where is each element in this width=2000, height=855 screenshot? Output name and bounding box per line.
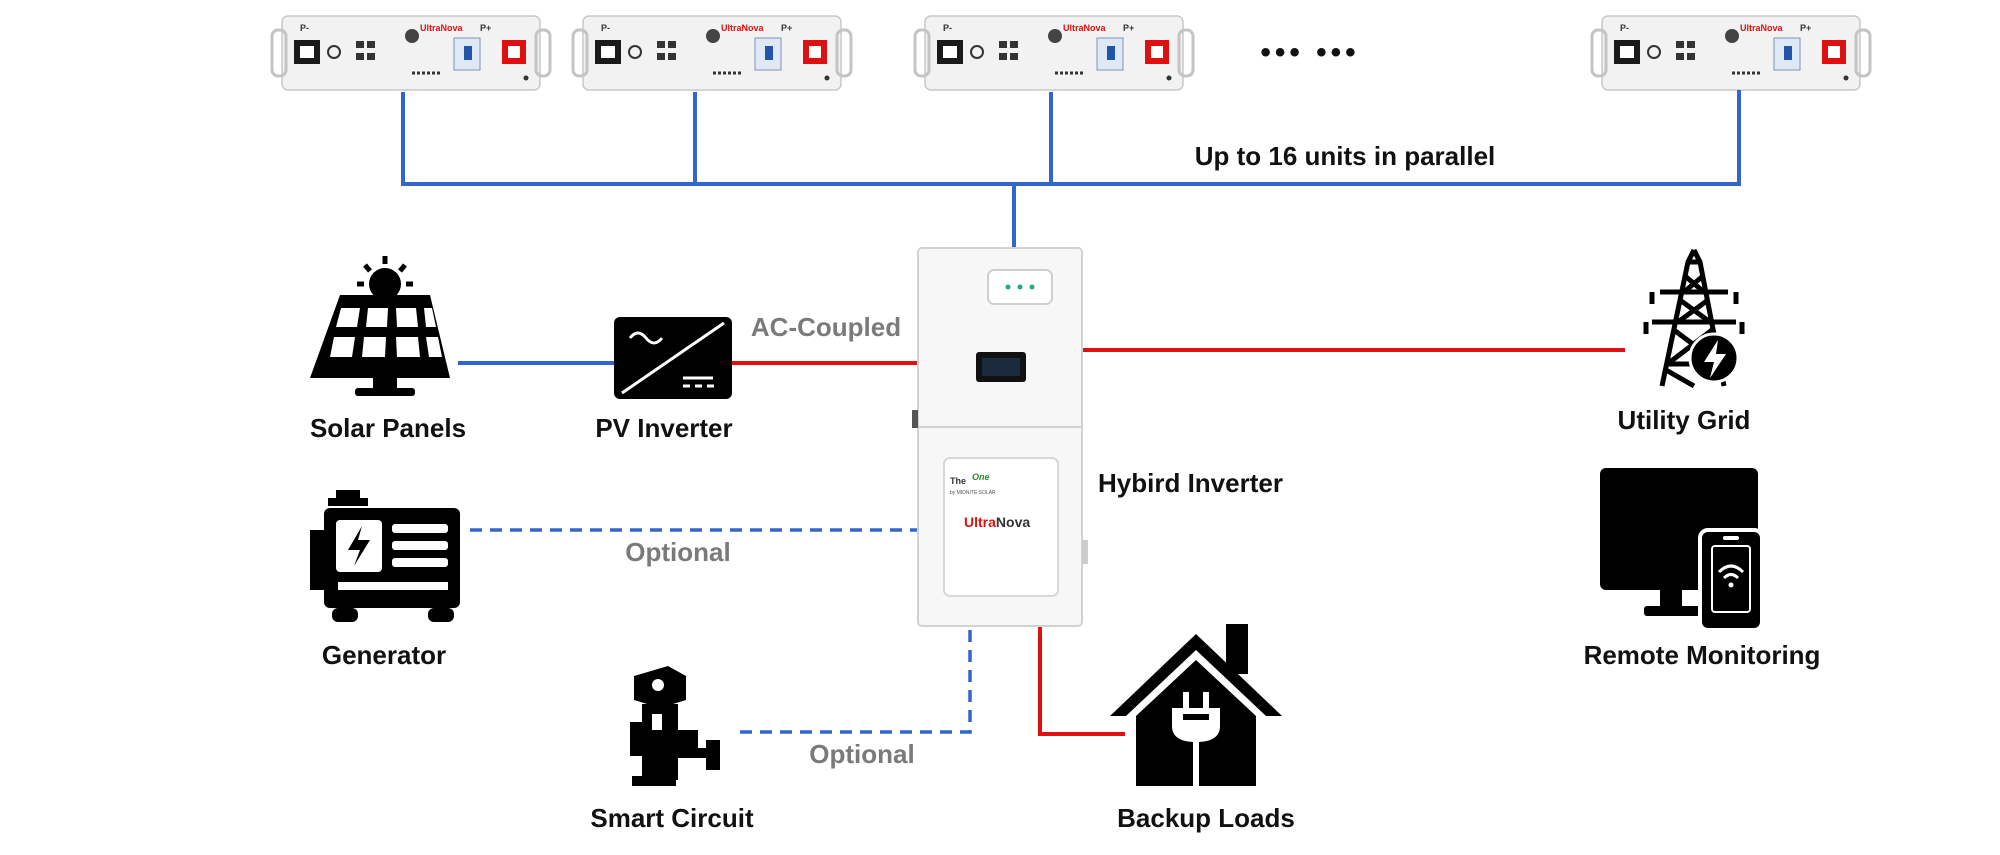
battery-brand: UltraNova (1740, 23, 1784, 33)
svg-text:by MIDNITE SOLAR: by MIDNITE SOLAR (950, 490, 996, 496)
pv-inverter-label: PV Inverter (595, 413, 732, 443)
generator-icon (310, 490, 460, 622)
transmission-tower-icon (1643, 248, 1745, 389)
battery-unit-4: P- P+ UltraNova (1590, 14, 1872, 92)
battery-unit-1: P- P+ UltraNova (270, 14, 552, 92)
battery-brand: UltraNova (1063, 23, 1107, 33)
solar-panels-label: Solar Panels (310, 413, 466, 443)
svg-text:The: The (950, 476, 966, 486)
utility-grid-label: Utility Grid (1618, 405, 1751, 435)
battery-neg-terminal: P- (943, 23, 952, 33)
battery-pos-terminal: P+ (1123, 23, 1134, 33)
battery-brand: UltraNova (420, 23, 464, 33)
monitor-phone-icon (1600, 468, 1764, 632)
svg-text:One: One (972, 472, 990, 482)
backup-loads-label: Backup Loads (1117, 803, 1295, 833)
hybrid-inverter-label: Hybird Inverter (1098, 468, 1283, 498)
battery-unit-2: P- P+ UltraNova (571, 14, 853, 92)
battery-ellipsis: ••• ••• (1260, 36, 1359, 69)
battery-neg-terminal: P- (300, 23, 309, 33)
the-one-logo: The One by MIDNITE SOLAR (950, 472, 996, 496)
battery-unit-3: P- P+ UltraNova (913, 14, 1195, 92)
parallel-label: Up to 16 units in parallel (1195, 141, 1496, 171)
battery-pos-terminal: P+ (480, 23, 491, 33)
smart-circuit-link (740, 626, 972, 734)
smart-circuit-label: Smart Circuit (590, 803, 754, 833)
generator-optional-label: Optional (625, 537, 730, 567)
generator-label: Generator (322, 640, 446, 670)
battery-pos-terminal: P+ (781, 23, 792, 33)
house-plug-icon (1110, 624, 1282, 786)
lightning-badge-icon (1688, 332, 1740, 384)
backup-loads-link (1038, 626, 1125, 736)
smart-circuit-optional-label: Optional (809, 739, 914, 769)
battery-brand: UltraNova (721, 23, 765, 33)
pv-inverter-icon (614, 317, 732, 399)
smart-circuit-icon (630, 666, 720, 786)
solar-panel-icon (310, 256, 450, 396)
battery-pos-terminal: P+ (1800, 23, 1811, 33)
battery-neg-terminal: P- (1620, 23, 1629, 33)
battery-neg-terminal: P- (601, 23, 610, 33)
ac-coupled-label: AC-Coupled (751, 312, 901, 342)
battery-bus (401, 90, 1741, 248)
hybrid-inverter: The One by MIDNITE SOLAR UltraNova (912, 247, 1088, 627)
remote-monitoring-label: Remote Monitoring (1584, 640, 1821, 670)
inverter-brand: UltraNova (964, 514, 1030, 530)
